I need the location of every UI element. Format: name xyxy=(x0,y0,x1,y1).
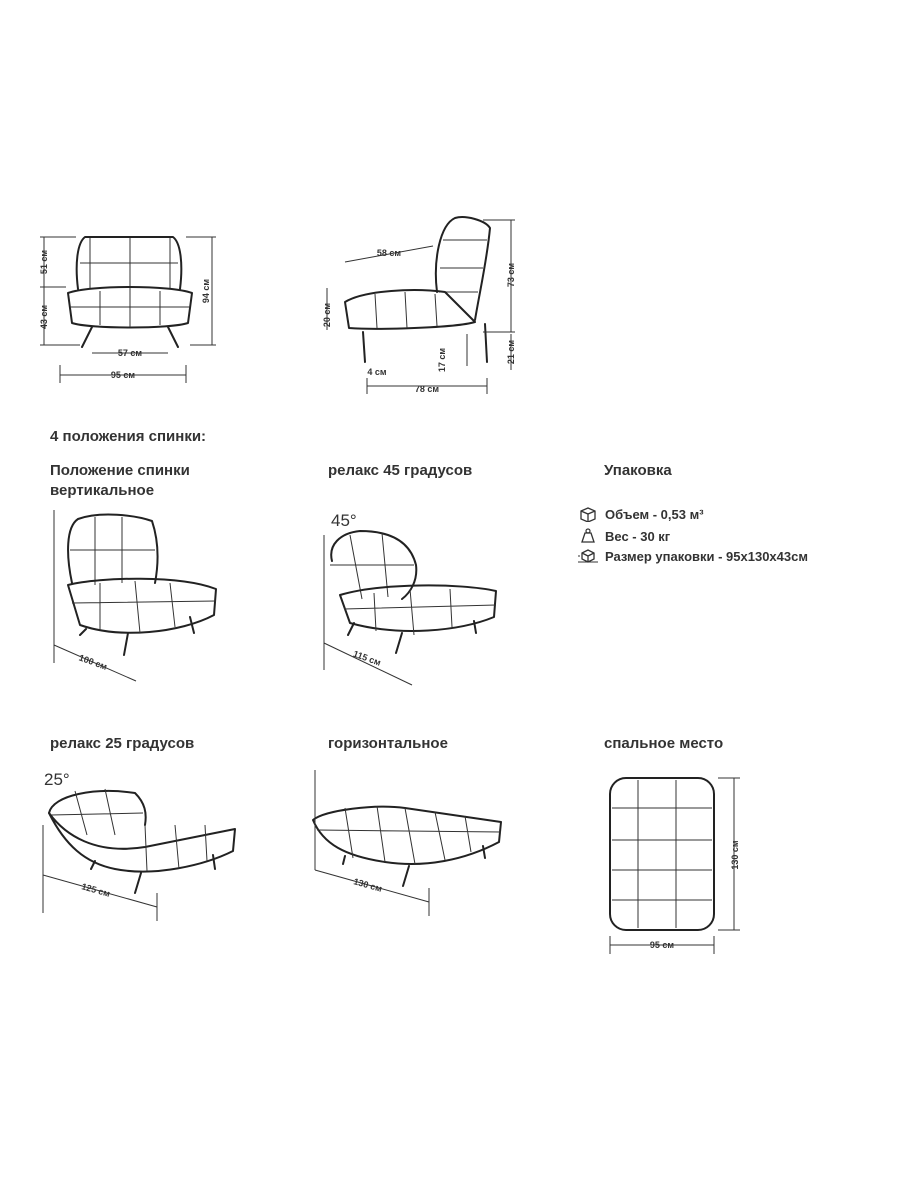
packaging-volume-row: Объем - 0,53 м³ xyxy=(577,505,704,523)
horizontal-title: горизонтальное xyxy=(328,735,448,752)
dim-seat-thickness-label: 20 см xyxy=(322,303,332,328)
horizontal-drawing: 130 см xyxy=(312,770,502,916)
dim-depth-label: 78 см xyxy=(415,384,440,394)
packaging-title: Упаковка xyxy=(604,462,672,479)
box-volume-icon xyxy=(580,507,596,522)
relax25-title: релакс 25 градусов xyxy=(50,735,195,752)
relax25-dim-label: 125 см xyxy=(80,881,111,899)
dim-back-height-label: 73 см xyxy=(506,263,516,288)
relax45-angle: 45° xyxy=(331,511,357,530)
packaging-weight: Вес - 30 кг xyxy=(605,528,671,544)
vertical-position-drawing: 100 см xyxy=(53,510,217,682)
vertical-title-line1: Положение спинки xyxy=(50,462,190,479)
vertical-title-line2: вертикальное xyxy=(50,482,155,499)
vertical-dim-label: 100 см xyxy=(78,652,109,671)
packaging-size-row: Размер упаковки - 95х130х43см xyxy=(577,547,808,565)
relax25-drawing: 125 см xyxy=(42,788,236,921)
relax45-title: релакс 45 градусов xyxy=(328,462,473,479)
sleeping-area-drawing: 130 см 95 см xyxy=(609,777,740,954)
weight-icon xyxy=(581,528,595,543)
dim-seat-height-label: 43 см xyxy=(39,305,49,330)
sleeping-length-label: 130 см xyxy=(730,840,740,870)
relax45-dim-label: 115 см xyxy=(352,649,383,668)
relax45-drawing: 115 см xyxy=(323,530,497,686)
dim-total-height-label: 94 см xyxy=(201,279,211,304)
dim-leg-height-label: 21 см xyxy=(506,340,516,365)
dim-backrest-label: 51 см xyxy=(39,250,49,275)
relax25-angle: 25° xyxy=(44,770,70,789)
side-view-drawing: 58 см 73 см 20 см 17 см 21 см 4 см 78 см xyxy=(322,216,516,394)
dim-width-label: 95 см xyxy=(111,370,136,380)
sleeping-width-label: 95 см xyxy=(650,940,675,950)
dim-seat-depth-label: 58 см xyxy=(377,248,402,258)
dim-inner-width-label: 57 см xyxy=(118,348,143,358)
packaging-volume: Объем - 0,53 м³ xyxy=(605,506,704,522)
dim-leg-inset-label: 4 см xyxy=(367,367,387,377)
horizontal-dim-label: 130 см xyxy=(352,876,383,894)
dim-clearance-label: 17 см xyxy=(437,348,447,373)
sleeping-title: спальное место xyxy=(604,735,724,752)
packaging-size: Размер упаковки - 95х130х43см xyxy=(605,548,808,564)
positions-heading: 4 положения спинки: xyxy=(50,428,207,445)
packaging-weight-row: Вес - 30 кг xyxy=(577,527,670,545)
front-view-drawing: 51 см 43 см 94 см 57 см 95 см xyxy=(39,236,216,383)
package-size-icon xyxy=(578,549,598,563)
